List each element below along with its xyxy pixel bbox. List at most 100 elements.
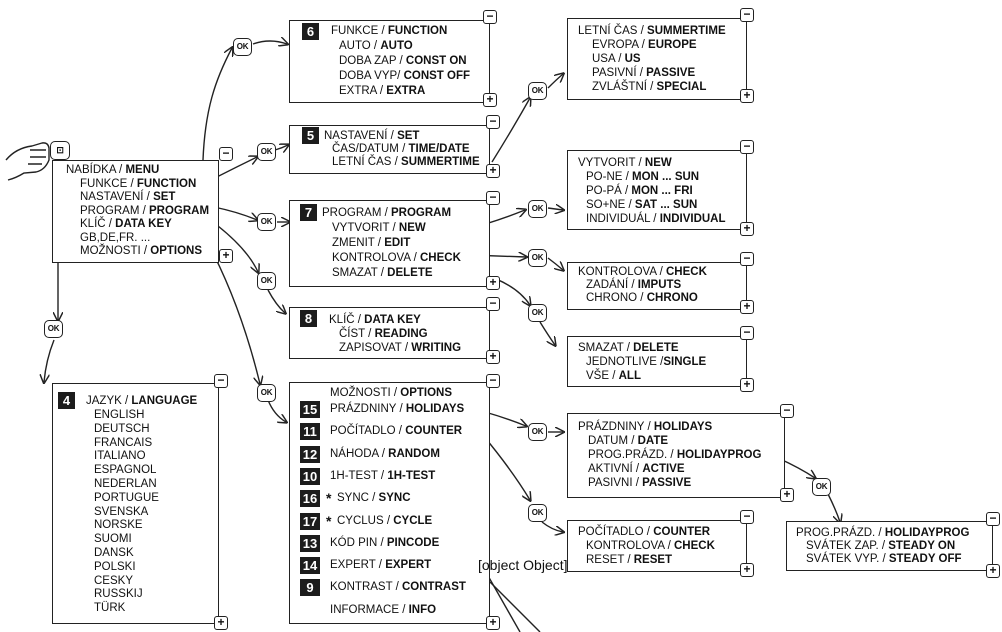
summertime-plus-button[interactable]: + (740, 89, 754, 103)
menu-line: VYTVORIT / NEW (332, 222, 426, 234)
holidays-plus-button[interactable]: + (780, 488, 794, 502)
program-minus-button[interactable]: − (486, 191, 500, 205)
menu-line: NASTAVENÍ / SET (80, 191, 176, 203)
ok-button-summertime[interactable]: OK (528, 82, 547, 100)
holidays-minus-button[interactable]: − (780, 404, 794, 418)
datakey-plus-button[interactable]: + (486, 350, 500, 364)
menu-line: PASIVNÍ / PASSIVE (592, 67, 696, 79)
set-plus-button[interactable]: + (486, 164, 500, 178)
menu-line: AUTO / AUTO (339, 40, 413, 52)
connector-ok-check (547, 257, 563, 270)
menu-line: ZADÁNÍ / IMPUTS (586, 279, 682, 291)
options-header: MOŽNOSTI / OPTIONS (330, 387, 453, 399)
set-box (289, 125, 490, 174)
menu-line: VŠE / ALL (586, 370, 641, 382)
language-option[interactable]: ENGLISH (94, 409, 145, 421)
option-item: KONTRAST / CONTRAST (330, 581, 466, 594)
connector-menu-options (211, 250, 260, 384)
delete-minus-button[interactable]: − (740, 326, 754, 340)
ok-button-set[interactable]: OK (257, 143, 276, 161)
connector-ok-language (44, 339, 55, 382)
new-minus-button[interactable]: − (740, 140, 754, 154)
menu-line: EVROPA / EUROPE (592, 39, 697, 51)
menu-line: ZMENIT / EDIT (332, 237, 411, 249)
option-item: INFORMACE / INFO (330, 603, 437, 616)
menu-line: DOBA VYP/ CONST OFF (339, 70, 471, 82)
function-plus-button[interactable]: + (483, 93, 497, 107)
set-minus-button[interactable]: − (486, 115, 500, 129)
datakey-minus-button[interactable]: − (486, 297, 500, 311)
ok-button-options[interactable]: OK (257, 384, 276, 402)
option-item: CYCLUS / CYCLE (337, 514, 433, 527)
menu-plus-button[interactable]: + (219, 249, 233, 263)
delete-plus-button[interactable]: + (740, 378, 754, 392)
options-plus-button[interactable]: + (486, 616, 500, 630)
holidayprog-minus-button[interactable]: − (986, 512, 1000, 526)
menu-line: NASTAVENÍ / SET (324, 130, 420, 142)
connector-ok-delete (539, 321, 555, 345)
program-plus-button[interactable]: + (486, 276, 500, 290)
connector-ok-holidayprog (827, 493, 840, 522)
language-minus-button[interactable]: − (214, 374, 228, 388)
ok-button-delete[interactable]: OK (528, 304, 547, 322)
counter-plus-button[interactable]: + (740, 563, 754, 577)
options-minus-button[interactable]: − (486, 374, 500, 388)
menu-line: SVÁTEK VYP. / STEADY OFF (806, 553, 962, 565)
menu-line: FUNKCE / FUNCTION (331, 25, 448, 37)
menu-line: PROGRAM / PROGRAM (80, 204, 210, 217)
language-option[interactable]: PORTUGUE (94, 491, 159, 504)
ok-button-datakey[interactable]: OK (257, 272, 276, 290)
connector-menu-program (213, 206, 257, 220)
connector-ok-summertime (547, 74, 563, 89)
menu-line: SMAZAT / DELETE (332, 267, 433, 279)
menu-line: NABÍDKA / MENU (66, 164, 160, 176)
menu-minus-button[interactable]: − (219, 147, 233, 161)
language-option[interactable]: DEUTSCH (94, 422, 150, 435)
connector-ok-set (274, 145, 288, 150)
language-option[interactable]: ESPAGNOL (94, 464, 157, 477)
ok-button-function[interactable]: OK (233, 38, 252, 56)
ok-button-language[interactable]: OK (44, 320, 63, 338)
language-option[interactable]: NEDERLAN (94, 478, 157, 490)
language-option[interactable]: ITALIANO (94, 450, 146, 463)
language-option[interactable]: DANSK (94, 547, 134, 559)
menu-line: PROG.PRÁZD. / HOLIDAYPROG (796, 527, 970, 539)
language-option[interactable]: FRANCAIS (94, 436, 153, 449)
ok-button-holidayprog[interactable]: OK (812, 478, 831, 496)
counter-minus-button[interactable]: − (740, 510, 754, 524)
asterisk-icon: * (326, 512, 332, 529)
language-box (52, 383, 219, 624)
language-option[interactable]: POLSKI (94, 560, 136, 573)
new-plus-button[interactable]: + (740, 222, 754, 236)
language-option[interactable]: SUOMI (94, 533, 132, 546)
menu-line: PRÁZDNINY / HOLIDAYS (578, 421, 713, 433)
language-option[interactable]: SVENSKA (94, 505, 149, 518)
summertime-minus-button[interactable]: − (740, 8, 754, 22)
language-plus-button[interactable]: + (214, 616, 228, 630)
menu-line: DATUM / DATE (588, 435, 669, 447)
connector-options-holidays (484, 411, 526, 426)
ok-button-holidays[interactable]: OK (528, 423, 547, 441)
check-plus-button[interactable]: + (740, 300, 754, 314)
language-option[interactable]: NORSKE (94, 519, 143, 532)
language-option[interactable]: RUSSKIJ (94, 588, 143, 601)
menu-line: KONTROLOVA / CHECK (578, 266, 707, 278)
option-step-number: 15 (300, 401, 320, 418)
menu-line: ČÍST / READING (339, 328, 428, 340)
ok-button-program[interactable]: OK (257, 213, 276, 231)
function-minus-button[interactable]: − (483, 10, 497, 24)
connector-expert-pointer-2 (489, 581, 541, 632)
menu-line: GB,DE,FR. ... (80, 231, 151, 244)
menu-key-icon[interactable]: ⊡ (50, 141, 70, 160)
menu-line: ČAS/DATUM / TIME/DATE (332, 143, 470, 155)
ok-button-new[interactable]: OK (528, 200, 547, 218)
ok-button-counter[interactable]: OK (528, 504, 547, 522)
option-step-number: 14 (300, 557, 320, 575)
language-option[interactable]: CESKY (94, 574, 133, 587)
holidayprog-plus-button[interactable]: + (986, 564, 1000, 578)
language-option[interactable]: TÜRK (94, 602, 126, 615)
ok-button-check[interactable]: OK (528, 249, 547, 267)
check-minus-button[interactable]: − (740, 252, 754, 266)
option-item: KÓD PIN / PINCODE (330, 536, 440, 549)
